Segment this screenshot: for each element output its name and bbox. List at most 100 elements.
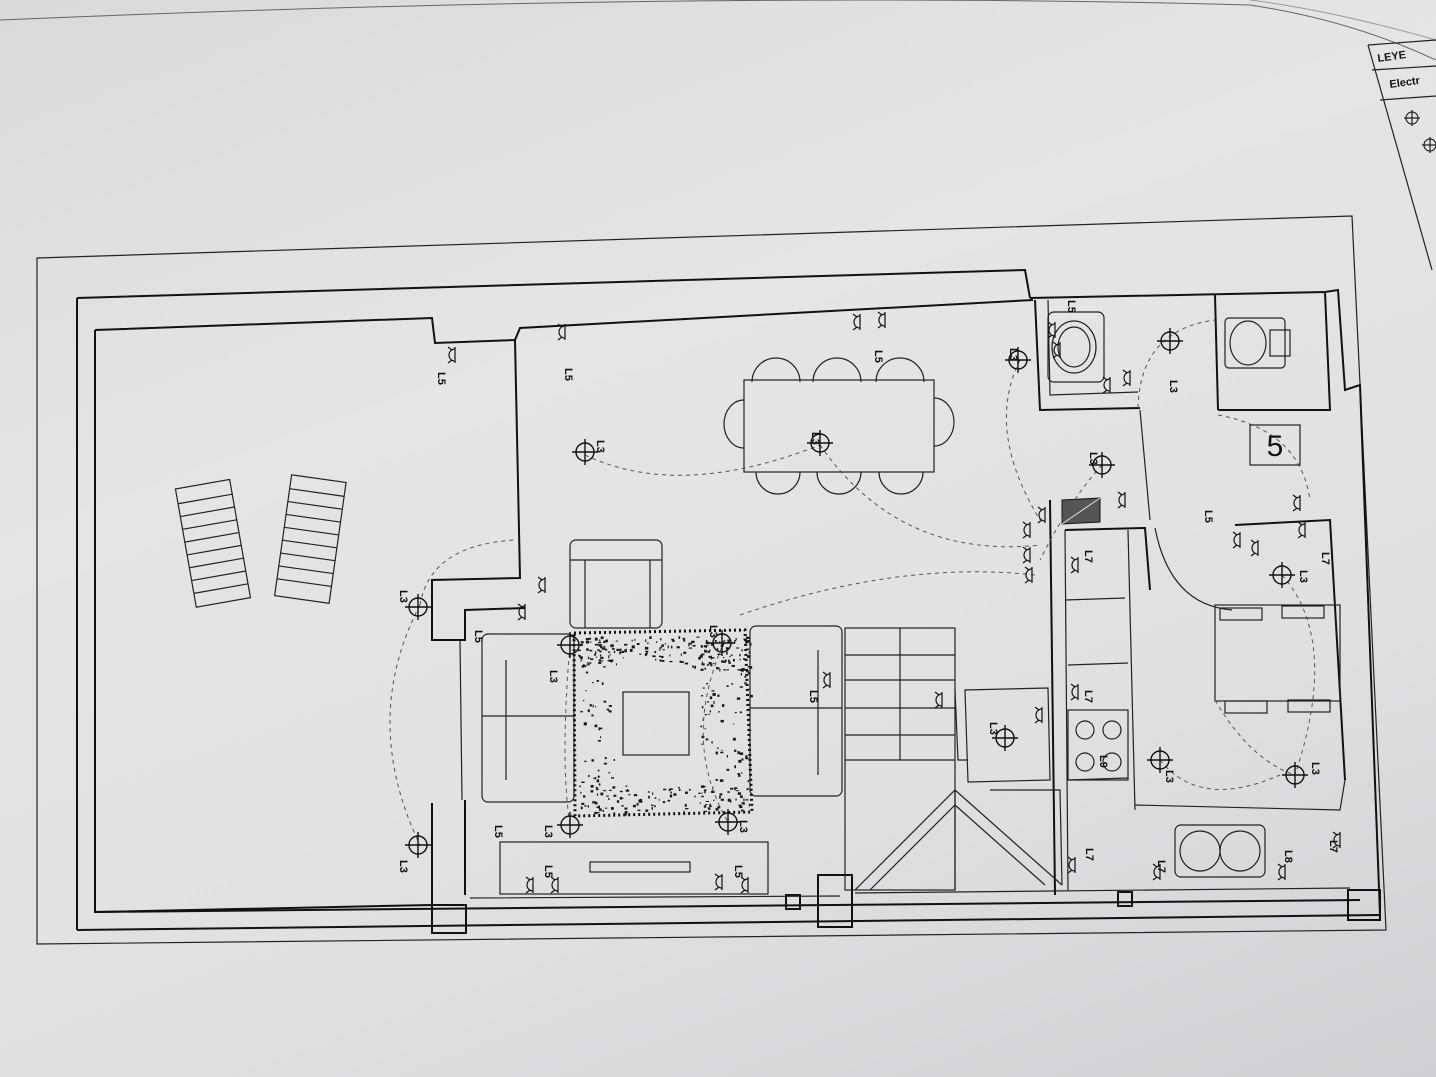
rug-texture-dot <box>651 806 653 810</box>
rug-texture-dot <box>709 696 713 700</box>
area-rug <box>572 628 754 818</box>
rug-texture-dot <box>669 654 671 657</box>
rug-texture-dot <box>603 700 607 703</box>
rug-texture-dot <box>722 643 725 646</box>
circuit-label: L7 <box>1083 848 1095 861</box>
rug-texture-dot <box>707 644 709 647</box>
circuit-label: L5 <box>807 690 819 703</box>
rug-texture-dot <box>652 655 656 658</box>
rug-texture-dot <box>737 751 740 755</box>
rug-texture-dot <box>709 710 711 713</box>
wall-sconce-icon <box>1277 863 1286 881</box>
rug-texture-dot <box>589 704 592 707</box>
rug-texture-dot <box>645 809 649 812</box>
rug-texture-dot <box>728 659 730 662</box>
sun-lounger <box>273 474 347 604</box>
rug-texture-dot <box>727 791 730 793</box>
rug-texture-dot <box>683 651 687 654</box>
rug-texture-dot <box>644 653 647 657</box>
rug-texture-dot <box>741 802 744 804</box>
rug-texture-dot <box>662 644 664 647</box>
rug-texture-dot <box>603 641 605 643</box>
rug-texture-dot <box>717 653 721 655</box>
rug-texture-dot <box>744 676 747 678</box>
rug-texture-dot <box>659 647 662 649</box>
rug-texture-dot <box>613 759 616 761</box>
rug-texture-dot <box>701 695 704 697</box>
rug-texture-dot <box>678 636 681 639</box>
circuit-label: L3 <box>542 825 554 838</box>
rug-texture-dot <box>583 699 585 702</box>
rug-texture-dot <box>592 801 596 804</box>
wall-sconce-icon <box>525 876 534 894</box>
rug-texture-dot <box>737 773 740 775</box>
circuit-label: L3 <box>737 820 749 833</box>
rug-texture-dot <box>683 810 685 813</box>
rug-texture-dot <box>701 743 703 745</box>
ceiling-light-icon <box>1147 747 1173 773</box>
circuit-label: L5 <box>732 865 744 878</box>
rug-texture-dot <box>726 768 730 771</box>
rug-texture-dot <box>731 683 734 685</box>
rug-texture-dot <box>627 789 628 792</box>
rug-texture-dot <box>701 653 705 656</box>
rug-texture-dot <box>602 647 606 650</box>
rug-texture-dot <box>721 660 725 663</box>
ceiling-light-icon <box>1089 452 1115 478</box>
rug-texture-dot <box>647 791 650 793</box>
rug-texture-dot <box>701 706 704 709</box>
rug-texture-dot <box>583 795 586 798</box>
rug-texture-dot <box>749 666 753 669</box>
rug-texture-dot <box>624 807 628 810</box>
rug-texture-dot <box>747 672 750 675</box>
rug-texture-dot <box>648 795 650 799</box>
wall-sconce-icon <box>1052 341 1061 359</box>
rug-texture-dot <box>594 811 598 814</box>
rug-texture-dot <box>599 808 602 811</box>
rug-texture-dot <box>738 774 741 777</box>
rug-texture-dot <box>602 809 604 812</box>
wall-sconce-icon <box>1022 521 1031 539</box>
wall-sconce-icon <box>1102 376 1111 394</box>
rug-texture-dot <box>589 637 592 640</box>
rug-texture-dot <box>585 671 589 674</box>
rug-texture-dot <box>669 660 673 663</box>
rug-texture-dot <box>607 660 610 662</box>
rug-texture-dot <box>717 694 720 697</box>
rug-texture-dot <box>703 810 708 812</box>
rug-texture-dot <box>639 798 643 802</box>
rug-texture-dot <box>600 736 602 739</box>
rug-texture-dot <box>596 788 599 791</box>
rug-texture-dot <box>730 654 733 656</box>
rug-texture-dot <box>595 706 597 708</box>
rug-texture-dot <box>591 714 594 717</box>
rug-texture-dot <box>679 660 682 663</box>
rug-texture-dot <box>604 640 607 643</box>
wall-sconce-icon <box>934 691 943 709</box>
circuit-label: L7 <box>1082 550 1094 563</box>
rug-texture-dot <box>734 749 737 752</box>
rug-texture-dot <box>598 783 601 786</box>
rug-texture-dot <box>644 646 649 650</box>
rug-texture-dot <box>646 642 649 644</box>
rug-texture-dot <box>655 658 657 661</box>
rug-texture-dot <box>598 727 600 731</box>
rug-texture-dot <box>708 650 710 653</box>
rug-texture-dot <box>597 775 600 778</box>
rug-texture-dot <box>729 656 731 658</box>
rug-texture-dot <box>605 648 608 651</box>
rug-texture-dot <box>701 795 704 798</box>
rug-texture-dot <box>708 713 710 715</box>
rug-texture-dot <box>708 655 711 658</box>
rug-texture-dot <box>703 805 707 808</box>
circuit-label: L5 <box>472 630 484 643</box>
rug-texture-dot <box>592 682 594 684</box>
rug-texture-dot <box>670 791 672 794</box>
rug-texture-dot <box>631 645 635 649</box>
rug-texture-dot <box>608 705 612 707</box>
rug-texture-dot <box>719 779 724 782</box>
rug-texture-dot <box>688 647 692 649</box>
rug-texture-dot <box>724 659 727 662</box>
sun-lounger <box>174 478 252 608</box>
rug-texture-dot <box>734 787 738 789</box>
